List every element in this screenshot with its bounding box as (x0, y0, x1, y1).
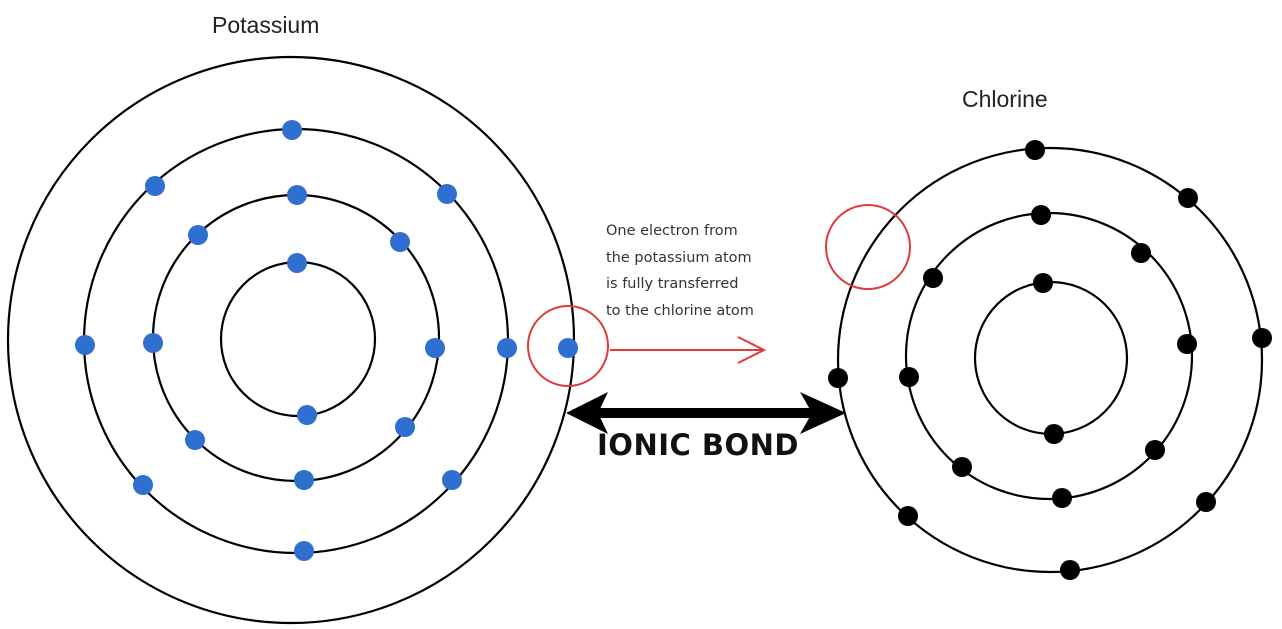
ionic-bond-label: IONIC BOND (597, 428, 799, 462)
potassium-electron (133, 475, 153, 495)
chlorine-electron (1145, 440, 1165, 460)
potassium-electron (558, 338, 578, 358)
chlorine-electron (1178, 188, 1198, 208)
potassium-electron (497, 338, 517, 358)
note-line: is fully transferred (606, 276, 739, 292)
chlorine-electron (898, 506, 918, 526)
potassium-electron (145, 176, 165, 196)
chlorine-electron (1131, 243, 1151, 263)
chlorine-shell-1 (973, 280, 1129, 436)
chlorine-electron (828, 368, 848, 388)
chlorine-electron (1052, 488, 1072, 508)
chlorine-electron (923, 268, 943, 288)
potassium-electron (287, 253, 307, 273)
chlorine-electron (1044, 424, 1064, 444)
chlorine-electron (1177, 334, 1197, 354)
potassium-shell-1 (219, 260, 377, 418)
potassium-electron (437, 184, 457, 204)
potassium-electron (287, 185, 307, 205)
chlorine-shell-3 (836, 146, 1264, 574)
chlorine-electron (1033, 273, 1053, 293)
chlorine-electron (1025, 140, 1045, 160)
chlorine-electron (952, 457, 972, 477)
potassium-electron (188, 225, 208, 245)
chlorine-label: Chlorine (962, 86, 1048, 112)
note-line: the potassium atom (606, 249, 752, 266)
transfer-arrow-icon (610, 336, 767, 364)
ionic-bond-double-arrow-icon (566, 392, 846, 434)
potassium-electron (143, 333, 163, 353)
potassium-electron (282, 120, 302, 140)
potassium-electron (395, 417, 415, 437)
potassium-electron (390, 232, 410, 252)
potassium-label: Potassium (212, 12, 320, 38)
note-line: to the chlorine atom (606, 302, 754, 319)
receiving-position-highlight (825, 204, 911, 290)
potassium-electron (185, 430, 205, 450)
chlorine-electron (1196, 492, 1216, 512)
potassium-electron (442, 470, 462, 490)
potassium-electron (425, 338, 445, 358)
potassium-electron (75, 335, 95, 355)
note-line: One electron from (606, 223, 738, 239)
transferred-electron-highlight (527, 305, 609, 387)
potassium-atom (6, 55, 578, 625)
electron-transfer-note: One electron from the potassium atom is … (606, 218, 754, 324)
chlorine-electron (1252, 328, 1272, 348)
potassium-electron (297, 405, 317, 425)
chlorine-atom (828, 140, 1272, 580)
chlorine-electron (899, 367, 919, 387)
potassium-electron (294, 541, 314, 561)
potassium-electron (294, 470, 314, 490)
chlorine-electron (1031, 205, 1051, 225)
chlorine-electron (1060, 560, 1080, 580)
